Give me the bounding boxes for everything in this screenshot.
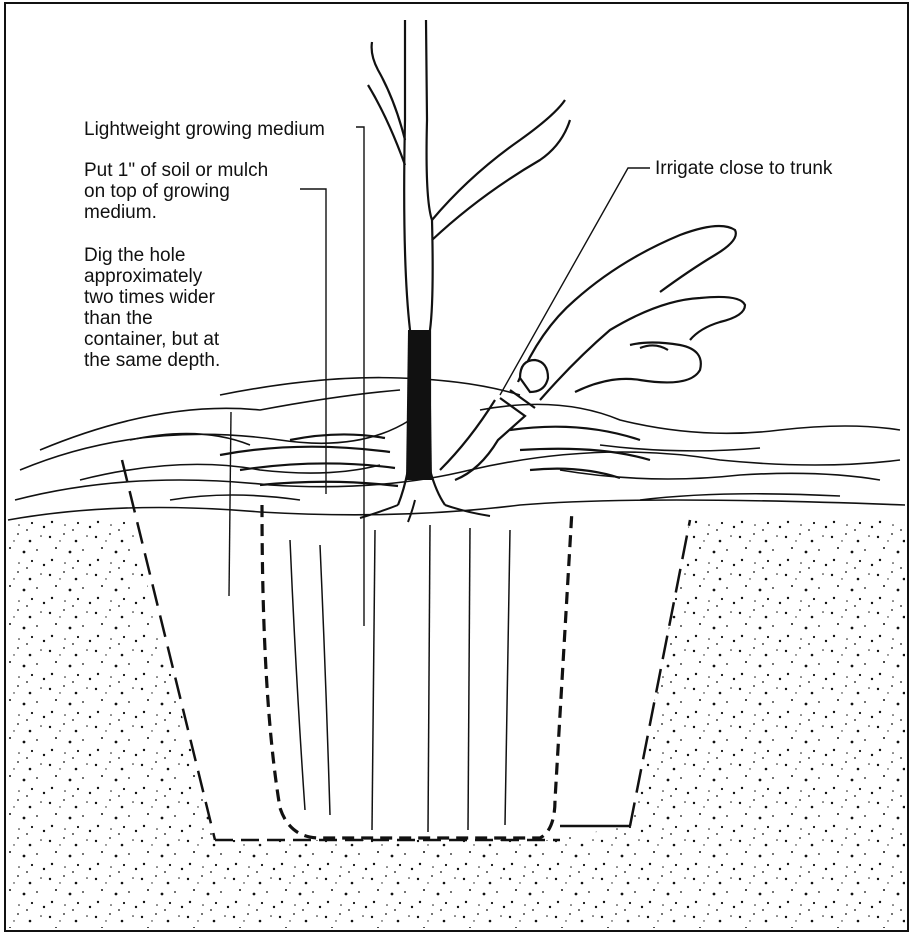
- label-dig-hole-instruction: Dig the hole approximately two times wid…: [84, 245, 284, 371]
- hand-with-hose: [518, 226, 745, 400]
- trunk-dark-base: [406, 330, 432, 480]
- planting-hole-outline: [122, 460, 690, 840]
- label-mulch-instruction: Put 1" of soil or mulch on top of growin…: [84, 160, 314, 223]
- label-irrigate-instruction: Irrigate close to trunk: [655, 158, 832, 179]
- label-growing-medium: Lightweight growing medium: [84, 119, 325, 140]
- native-soil: [8, 520, 905, 928]
- mulch-layer: [8, 378, 905, 520]
- tree-trunk: [368, 20, 570, 505]
- root-ball-outline: [262, 505, 572, 838]
- growing-medium-lines: [290, 525, 510, 832]
- root-flare: [360, 500, 490, 522]
